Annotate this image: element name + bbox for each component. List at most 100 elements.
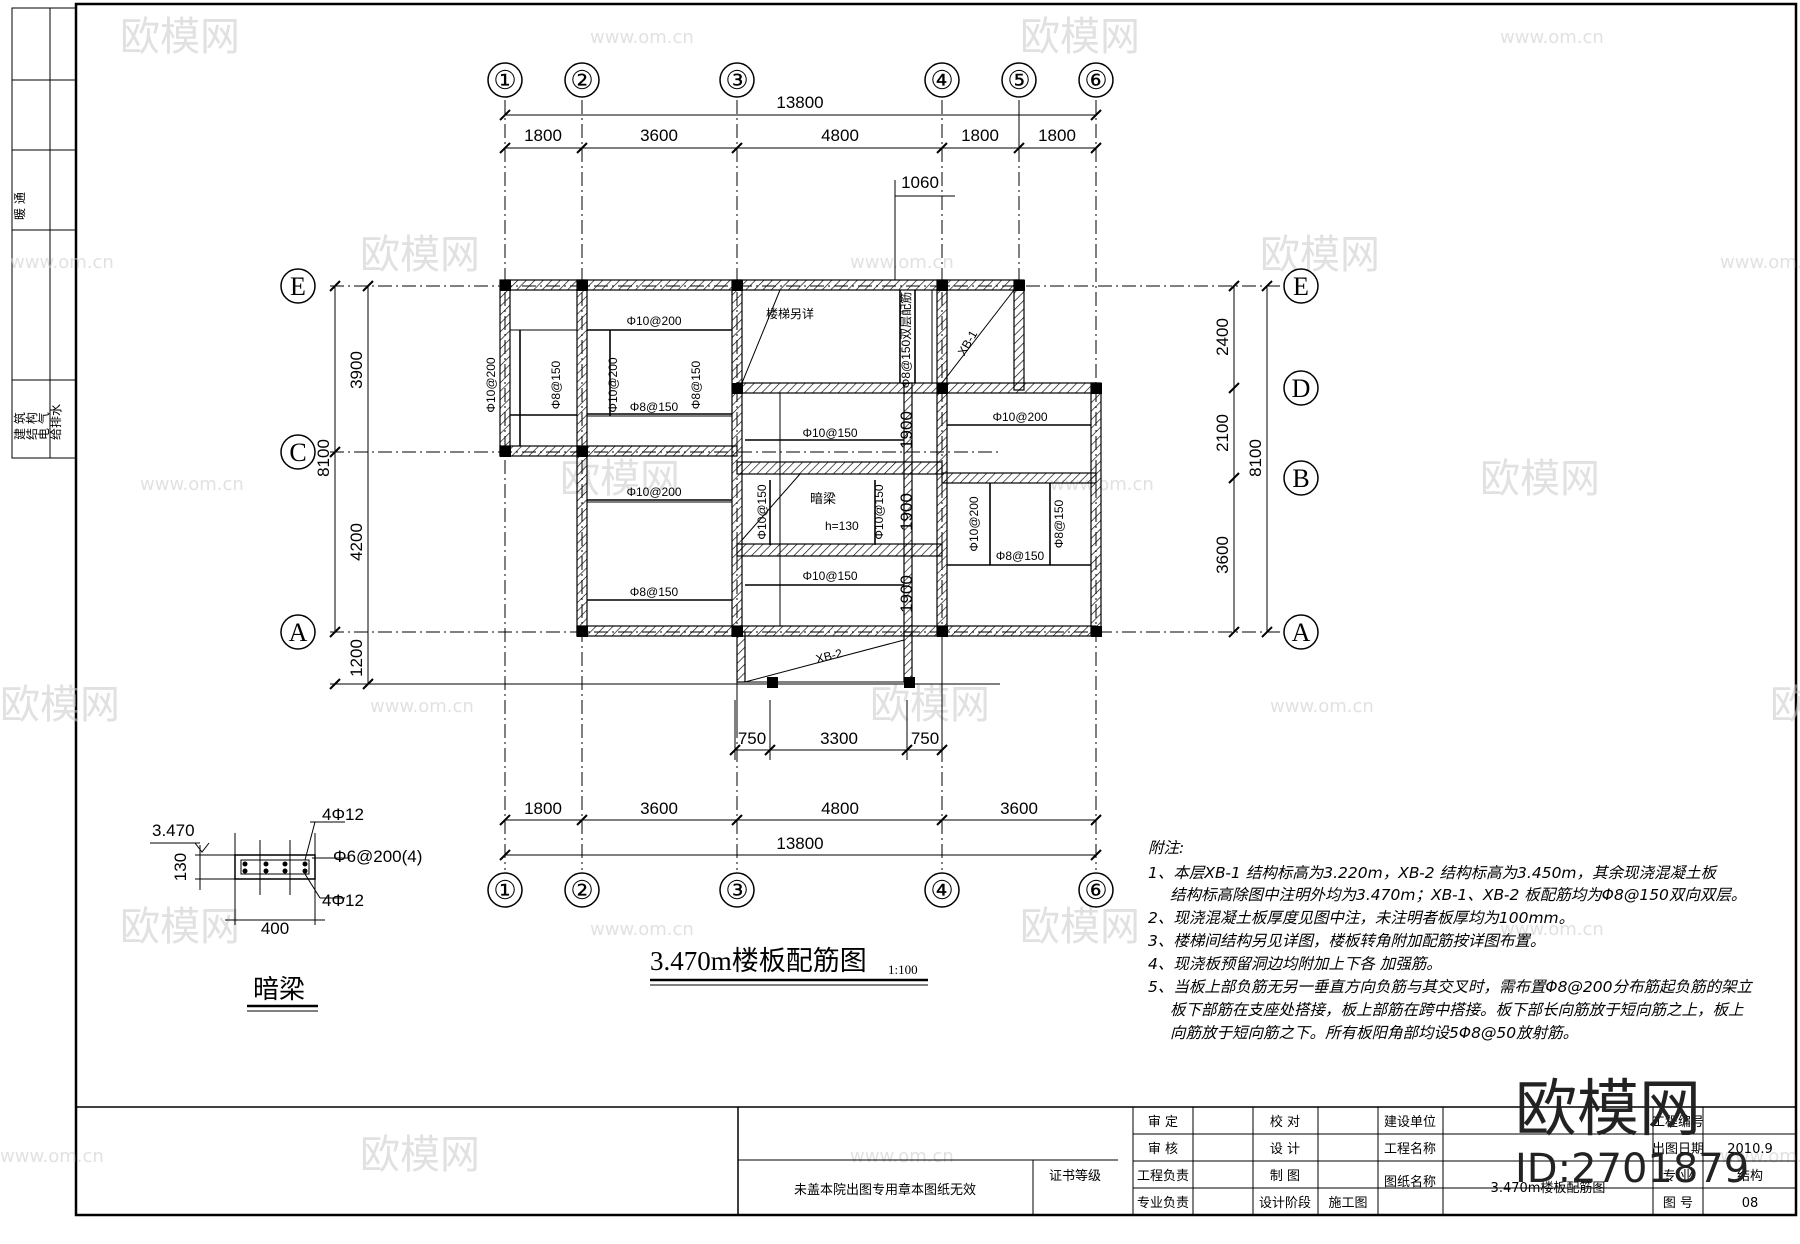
notes-block: 附注: 1、本层XB-1 结构标高为3.220m，XB-2 结构标高为3.450… [1148,839,1754,1042]
tb-sheet: 08 [1742,1196,1759,1211]
section-detail: 3.470 130 400 4Φ12 Φ6@200(4) 4Φ12 暗梁 [150,805,422,1012]
dim-bottom: 4800 [821,799,859,818]
side-strip-labels: 建 筑 结 构 电 气 给排水 暖 通 [12,192,63,440]
brand-watermark: 欧模网 ID:2701879 [1515,1072,1749,1192]
wm-brand: 欧模网 [0,682,120,728]
dim-bottom: 1800 [524,799,562,818]
stair-diagonals [741,289,1015,683]
dim-top-total: 13800 [776,93,823,112]
note-line: 1、本层XB-1 结构标高为3.220m，XB-2 结构标高为3.450m，其余… [1148,864,1719,882]
stamp-text: 未盖本院出图专用章本图纸无效 [794,1182,976,1198]
grid-label: D [1292,374,1311,403]
drawing-title: 3.470m楼板配筋图 [650,946,867,976]
tb-cell: 审 定 [1148,1115,1178,1130]
dim-bottom: 3600 [640,799,678,818]
rebar-label: Φ10@150 [755,484,769,539]
rebar-label: Φ10@200 [967,496,981,551]
dimension-ticks [329,109,1273,861]
side-label: 给排水 [49,404,63,440]
wm-brand: 欧模网 [1260,232,1380,278]
wm-url: www.om.cn [370,696,474,717]
dark-beam-label: 暗梁 [810,492,836,507]
tb-cell: 专业负责 [1137,1196,1189,1211]
tb-cell: 制 图 [1270,1169,1300,1184]
grid-bubbles-bottom [487,872,1114,908]
section-elev: 3.470 [152,821,195,840]
grid-label: C [289,438,306,467]
inner-dim: 1900 [897,411,916,449]
section-bot-bar: 4Φ12 [322,891,364,910]
dim-bottom: 3600 [1000,799,1038,818]
wm-url: www.om.cn [590,27,694,48]
tb-cell: 图纸名称 [1384,1174,1436,1190]
wm-url: www.om.cn [0,1146,104,1167]
section-top-bar: 4Φ12 [322,805,364,824]
wm-url: www.om.cn [10,252,114,273]
tb-cell: 施工图 [1328,1196,1367,1211]
dark-beam-height: h=130 [825,519,859,533]
section-width: 400 [261,919,289,938]
rebar-lines [510,290,1091,601]
grid-bubbles-top [487,62,1114,98]
wm-url: www.om.cn [850,1146,954,1167]
tb-cell: 审 核 [1148,1142,1178,1157]
dim-right: 2100 [1213,414,1232,452]
tb-date: 2010.9 [1727,1142,1773,1157]
small-vertical-label: Φ8@150双层配筋 [898,292,913,388]
grid-label: ③ [725,66,748,95]
tb-date-label: 出图日期 [1652,1142,1704,1157]
dim-stair: 750 [738,729,766,748]
wm-url: www.om.cn [140,474,244,495]
tb-cell: 设 计 [1270,1142,1300,1157]
note-line: 板下部筋在支座处搭接，板上部筋在跨中搭接。板下部长向筋放于短向筋之上，板上 [1170,1001,1744,1019]
grid-label: ③ [725,876,748,905]
wm-brand: 欧模网 [1020,14,1140,60]
drawing-scale: 1:100 [888,962,918,977]
columns [500,280,1102,688]
tb-proj-no: 工程编号 [1652,1115,1704,1130]
section-title: 暗梁 [253,975,305,1004]
grid-label: ⑥ [1084,66,1107,95]
rebar-label: Φ8@150 [689,360,703,409]
brand-id: ID:2701879 [1515,1146,1749,1192]
side-label: 电 气 [36,412,51,440]
rebar-label: Φ8@150 [549,360,563,409]
grid-label: B [1292,464,1309,493]
side-strip [11,7,77,459]
rebar-label: Φ8@150 [630,585,679,599]
grid-labels-bottom: ① ② ③ ④ ⑥ [493,876,1107,905]
drawing-title-group: 3.470m楼板配筋图 1:100 [650,946,928,986]
watermarks: 欧模网 www.om.cn 欧模网 www.om.cn 欧模网 欧模网 www.… [0,14,1800,1178]
rebar-label: Φ8@150 [630,400,679,414]
wm-url: www.om.cn [1720,1146,1800,1167]
grid-label: A [1292,618,1311,647]
xb1-label: XB-1 [955,328,981,358]
grid-label: ⑤ [1007,66,1030,95]
dim-right: 2400 [1213,318,1232,356]
grid-bubbles-rows [280,268,1319,650]
dim-right-total: 8100 [1246,439,1265,477]
wm-brand: 欧模网 [120,14,240,60]
rebar-label: Φ10@150 [872,484,886,539]
grid-labels-rows: E C A E D B A [289,272,1311,647]
rebar-label: Φ10@200 [484,357,498,412]
grid-label: ④ [930,66,953,95]
rebar-label: Φ10@200 [626,314,681,328]
dim-top: 1800 [961,126,999,145]
tb-cell: 校 对 [1270,1114,1300,1130]
wm-brand: 欧模网 [360,232,480,278]
grid-label: ② [570,876,593,905]
rebar-label: Φ8@150 [1052,499,1066,548]
section-stirrup: Φ6@200(4) [333,847,422,866]
wm-brand: 欧模网 [360,1132,480,1178]
dim-left: 3900 [347,351,366,389]
dim-left: 4200 [347,523,366,561]
dim-left: 1200 [347,639,366,677]
dimension-text: 13800 1800 3600 4800 1800 1800 1060 1800… [314,93,1265,853]
slab-outlines [509,290,1092,730]
stair-note: 楼梯另详 [766,306,814,321]
wm-url: www.om.cn [590,919,694,940]
tb-cell: 建设单位 [1384,1115,1436,1130]
title-block [76,1106,1796,1215]
